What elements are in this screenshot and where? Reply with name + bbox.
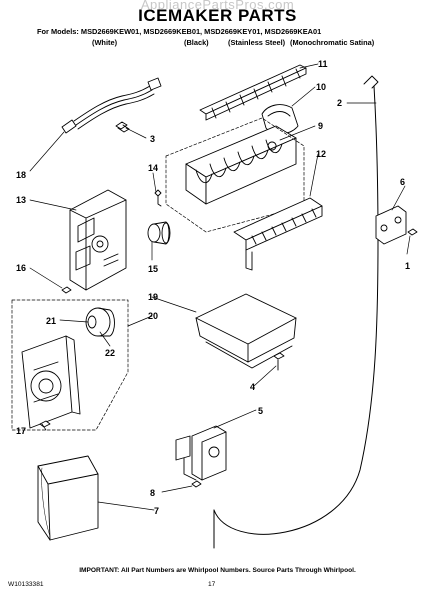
ice-bin-part [195,293,297,369]
spring-part [154,189,162,207]
callout-10: 10 [316,82,326,92]
wire-harness-part [61,77,162,134]
screw-part [191,480,202,488]
callout-18: 18 [16,170,26,180]
ice-mold-part [165,117,305,233]
color-white: (White) [92,38,118,47]
callout-16: 16 [16,263,26,273]
callout-13: 13 [16,195,26,205]
callout-2: 2 [337,98,342,108]
callout-1: 1 [405,261,410,271]
callout-12: 12 [316,149,326,159]
callout-21: 21 [46,316,56,326]
screw-part [61,286,72,294]
callout-7: 7 [154,506,159,516]
tube-clamp-part [375,205,407,245]
color-satina: (Monochromatic Satina) [290,38,375,47]
callout-17: 17 [16,426,26,436]
stripper-part [233,197,323,271]
screw-part [407,228,418,236]
callout-15: 15 [148,264,158,274]
screw-part [273,352,285,371]
color-black: (Black) [184,38,209,47]
water-valve-part [175,425,227,481]
callout-5: 5 [258,406,263,416]
ejector-part [199,64,307,121]
callout-20: 20 [148,311,158,321]
page-number: 17 [208,581,216,588]
callout-11: 11 [318,59,328,69]
callout-14: 14 [148,163,158,173]
shutoff-arm-part [147,221,171,245]
color-stainless: (Stainless Steel) [228,38,286,47]
callout-3: 3 [150,134,155,144]
callout-9: 9 [318,121,323,131]
callout-labels: 1 2 3 4 5 6 7 8 9 10 11 12 13 14 15 16 1… [16,59,410,516]
leader-lines [29,63,411,511]
callout-22: 22 [105,348,115,358]
callout-19: 19 [148,292,158,302]
callout-8: 8 [150,488,155,498]
callout-6: 6 [400,177,405,187]
control-assembly-group [11,299,129,431]
models-line: For Models: MSD2669KEW01, MSD2669KEB01, … [37,27,322,36]
watermark: AppliancePartsPros.com [140,0,295,12]
module-housing-part [69,189,127,291]
screw-part [115,121,130,133]
insulation-pad-part [37,455,99,541]
footer-important-note: IMPORTANT: All Part Numbers are Whirlpoo… [79,567,356,574]
page-title: ICEMAKER PARTS [138,6,297,25]
document-number: W10133381 [8,581,44,588]
screw-part [39,420,51,428]
callout-4: 4 [250,382,255,392]
fill-tube-part [213,75,379,549]
